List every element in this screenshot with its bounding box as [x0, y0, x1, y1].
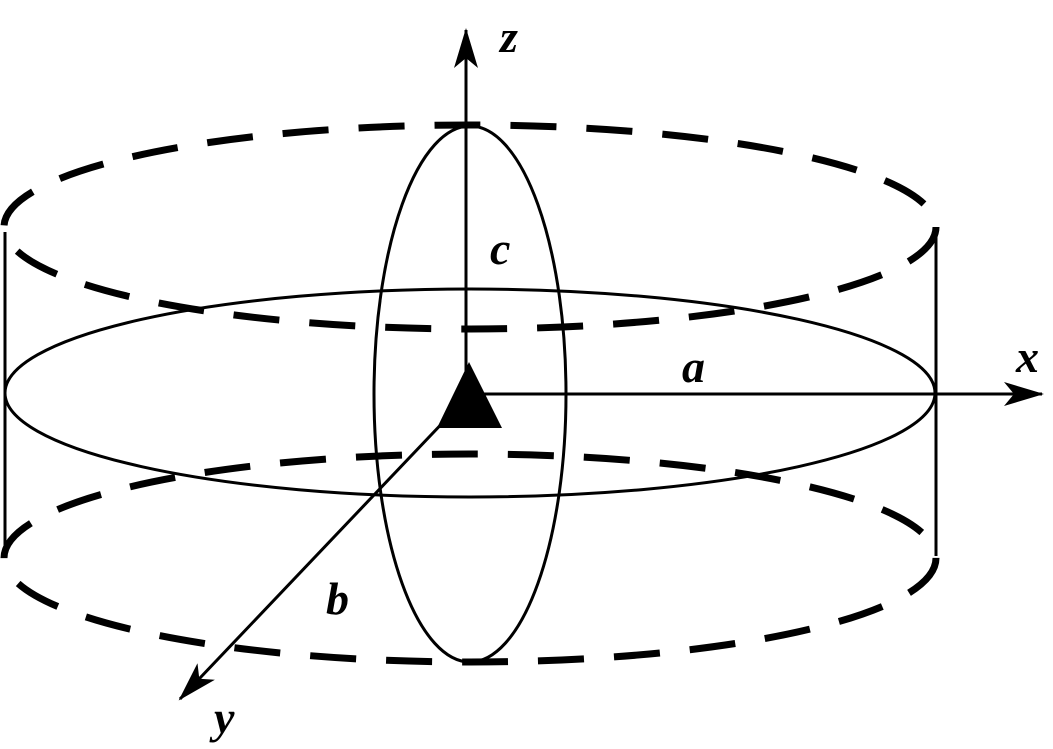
origin-triangle-marker [437, 362, 502, 428]
z-axis-label: z [498, 11, 518, 62]
y-axis-line [178, 392, 472, 701]
cylinder-top-dashed-ellipse [0, 121, 940, 333]
semi-axis-c-label: c [490, 223, 510, 274]
y-axis-label: y [209, 692, 235, 743]
x-axis-label: x [1015, 331, 1039, 382]
cylinder-bottom-dashed-ellipse [0, 450, 940, 666]
semi-axis-b-label: b [326, 573, 349, 624]
semi-axis-a-label: a [682, 341, 705, 392]
